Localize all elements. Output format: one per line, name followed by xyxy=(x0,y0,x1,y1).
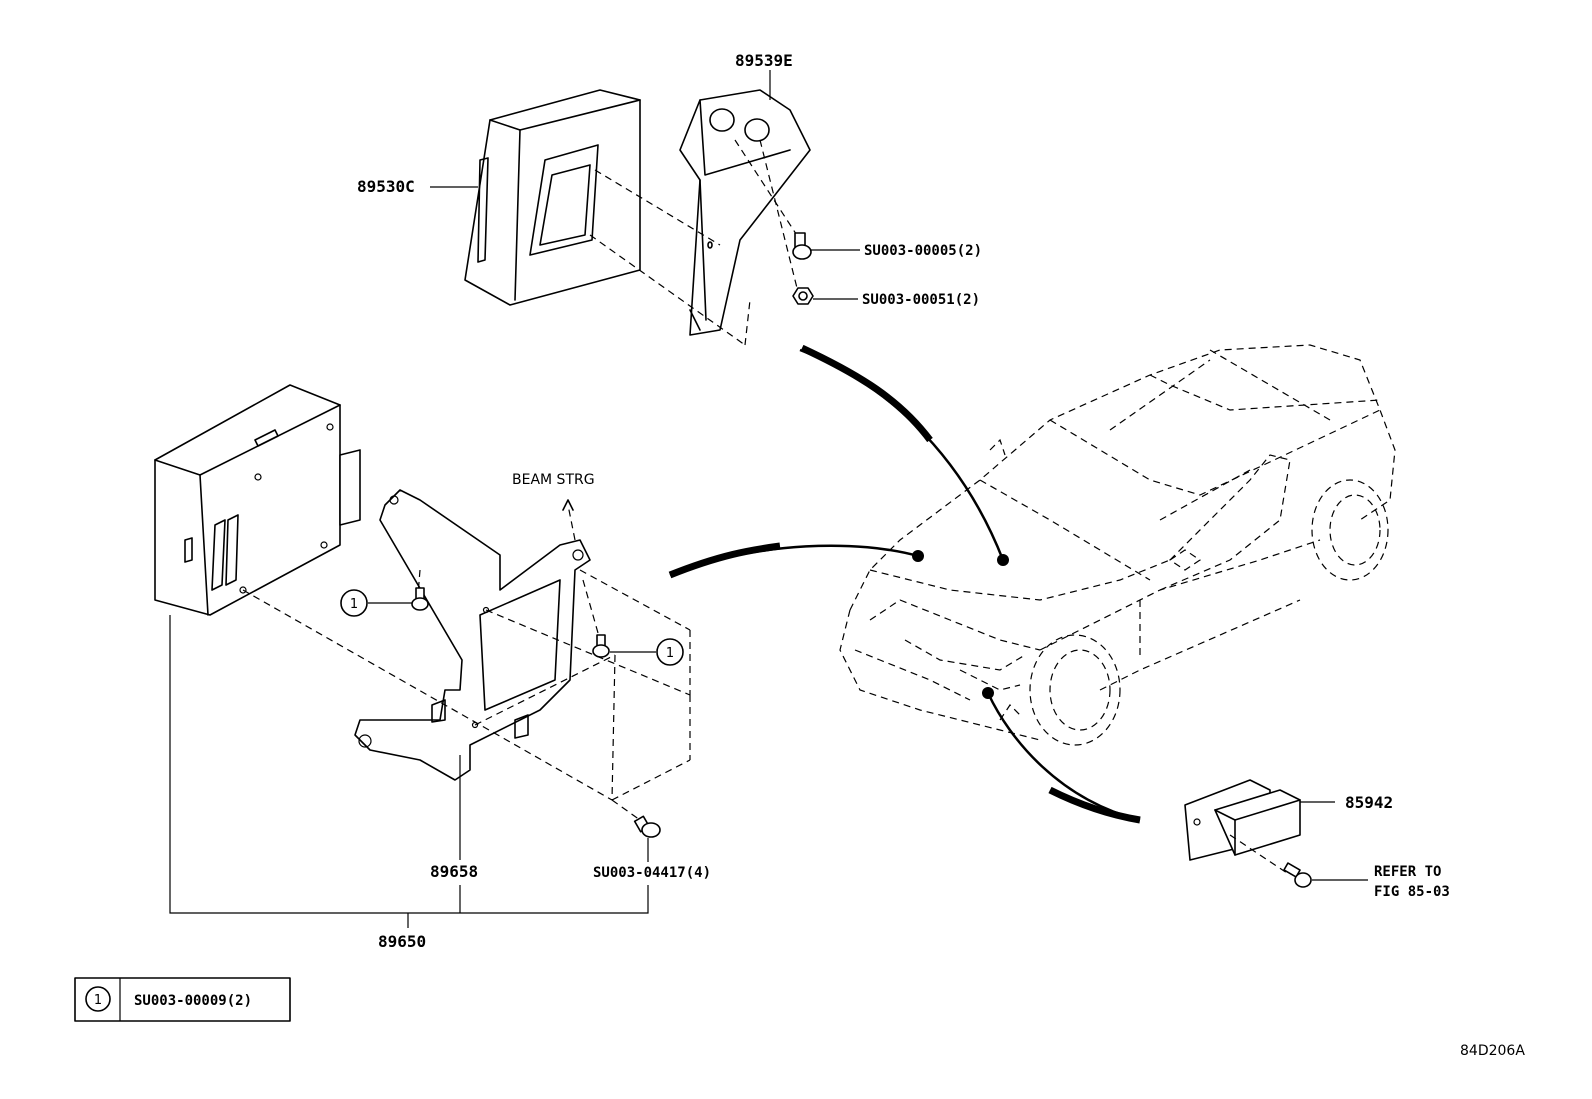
bolt-callout-left-icon xyxy=(411,587,429,611)
label-85942: 85942 xyxy=(1345,793,1393,812)
figure-code: 84D206A xyxy=(1460,1043,1525,1059)
label-refer-to: REFER TO xyxy=(1374,864,1441,880)
bolt-callout-right-icon xyxy=(592,634,610,658)
label-beam-strg: BEAM STRG xyxy=(512,472,595,488)
legend-part: SU003-00009(2) xyxy=(134,993,252,1009)
label-su003-00005: SU003-00005(2) xyxy=(864,243,982,259)
sensor-85942 xyxy=(1184,779,1301,861)
label-89539e: 89539E xyxy=(735,51,793,70)
label-fig-85-03: FIG 85-03 xyxy=(1374,884,1450,900)
pointer-arc-bottom xyxy=(986,692,1141,822)
nut-su003-00051-icon xyxy=(792,287,814,305)
ecu-89530c xyxy=(464,89,641,306)
pointer-arc-top xyxy=(799,348,1005,561)
vehicle-outline xyxy=(839,344,1396,746)
label-89658: 89658 xyxy=(430,862,478,881)
bolt-su003-04417-icon xyxy=(633,815,661,838)
bracket-89658 xyxy=(354,489,591,781)
callout-circle-left: 1 xyxy=(340,589,368,617)
legend-box: 1 SU003-00009(2) xyxy=(74,977,291,1022)
bolt-su003-00005-icon xyxy=(792,232,812,260)
callout-circle-right: 1 xyxy=(656,638,684,666)
bracket-89539e xyxy=(679,89,811,336)
svg-text:1: 1 xyxy=(666,646,674,661)
label-89650: 89650 xyxy=(378,932,426,951)
label-su003-04417: SU003-04417(4) xyxy=(593,865,711,881)
legend-marker: 1 xyxy=(94,993,102,1008)
ecu-89650 xyxy=(154,384,361,616)
label-89530c: 89530C xyxy=(357,177,415,196)
bolt-85942-icon xyxy=(1283,862,1312,888)
label-su003-00051: SU003-00051(2) xyxy=(862,292,980,308)
svg-text:1: 1 xyxy=(350,597,358,612)
